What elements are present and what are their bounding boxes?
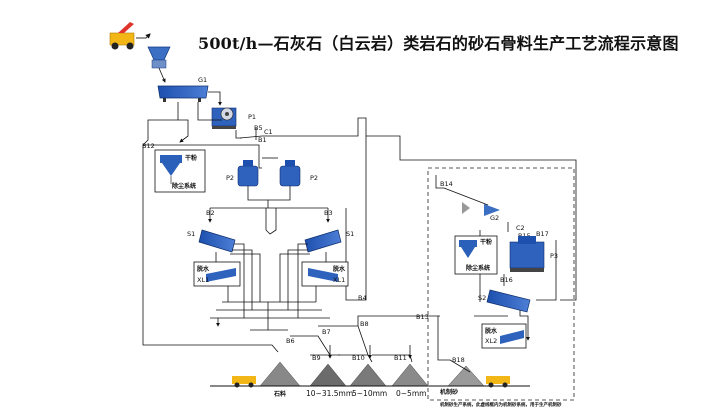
label-g2: G2	[490, 214, 499, 222]
sand-note: 机制砂生产系统，此虚线框内为机制砂系统，用于生产机制砂	[440, 401, 562, 408]
dewater-xl1-right	[301, 261, 349, 287]
label-s1-right: S1	[346, 230, 354, 238]
xl1-left-tag: 脱水	[197, 265, 210, 273]
product-b: 10~31.5mm	[306, 389, 353, 398]
dust-tag-left: 干粉	[185, 154, 197, 162]
dewater-xl1-left	[193, 261, 241, 287]
xl1-right-tag: 脱水	[333, 265, 346, 273]
product-c: 5~10mm	[352, 389, 387, 398]
label-b14: B14	[440, 180, 453, 188]
label-g1: G1	[198, 76, 207, 84]
dust-collector-left	[154, 149, 206, 193]
dust-tag-right: 干粉	[480, 238, 492, 246]
label-b13: B13	[416, 313, 429, 321]
cone-crusher-p2-right	[279, 160, 301, 187]
label-b18: B18	[452, 356, 465, 364]
label-b4: B4	[358, 294, 367, 302]
jaw-crusher-p1	[211, 107, 237, 129]
label-s2: S2	[478, 294, 486, 302]
truck-left-icon	[232, 376, 256, 388]
product-d: 0~5mm	[396, 389, 426, 398]
label-b1: B1	[258, 136, 267, 144]
diagram-title: 500t/h—石灰石（白云岩）类岩石的砂石骨料生产工艺流程示意图	[198, 34, 679, 53]
product-a: 石料	[273, 390, 286, 398]
cone-crusher-p2-left	[237, 160, 259, 187]
screen-s1-left	[198, 229, 236, 253]
dust-collector-right	[454, 235, 498, 275]
label-xl1-left: XL1	[197, 276, 209, 284]
label-p2-right: P2	[310, 174, 318, 182]
label-xl2: XL2	[485, 337, 497, 345]
label-s1-left: S1	[187, 230, 195, 238]
truck-right-icon	[486, 376, 510, 388]
xl2-tag: 脱水	[485, 327, 498, 335]
truck-icon	[109, 22, 151, 50]
label-b9: B9	[312, 354, 321, 362]
feed-hopper-icon	[147, 46, 171, 83]
label-p3: P3	[550, 252, 558, 260]
label-b8: B8	[360, 320, 369, 328]
stockpile-e	[447, 365, 485, 387]
label-c1: C1	[264, 128, 273, 136]
label-b10: B10	[352, 354, 365, 362]
stockpile-c	[349, 363, 387, 387]
label-b6: B6	[286, 337, 295, 345]
product-e: 机制砂	[440, 388, 458, 396]
stockpile-b	[309, 363, 347, 387]
screen-s2	[486, 289, 531, 313]
label-b7: B7	[322, 328, 331, 336]
label-b17: B17	[536, 230, 549, 238]
label-xl1-right: XL1	[333, 276, 345, 284]
label-b11: B11	[394, 354, 407, 362]
label-p1: P1	[248, 113, 256, 121]
label-b12: B12	[142, 142, 155, 150]
screen-s1-right	[304, 229, 342, 253]
sand-system-box	[427, 167, 575, 401]
dewater-xl2	[481, 323, 527, 349]
label-b2: B2	[206, 209, 215, 217]
feeder-g1	[157, 85, 209, 102]
label-b16: B16	[500, 276, 513, 284]
label-b3: B3	[324, 209, 333, 217]
sand-maker-p3	[509, 236, 545, 272]
label-p2-left: P2	[226, 174, 234, 182]
dust-sub-right: 除尘系统	[466, 264, 490, 272]
dust-sub-left: 除尘系统	[172, 182, 196, 190]
stockpile-d	[391, 363, 429, 387]
label-b5: B5	[254, 124, 263, 132]
label-c2: C2	[516, 224, 525, 232]
stockpile-a	[259, 361, 301, 387]
feeder-g2	[462, 202, 500, 216]
